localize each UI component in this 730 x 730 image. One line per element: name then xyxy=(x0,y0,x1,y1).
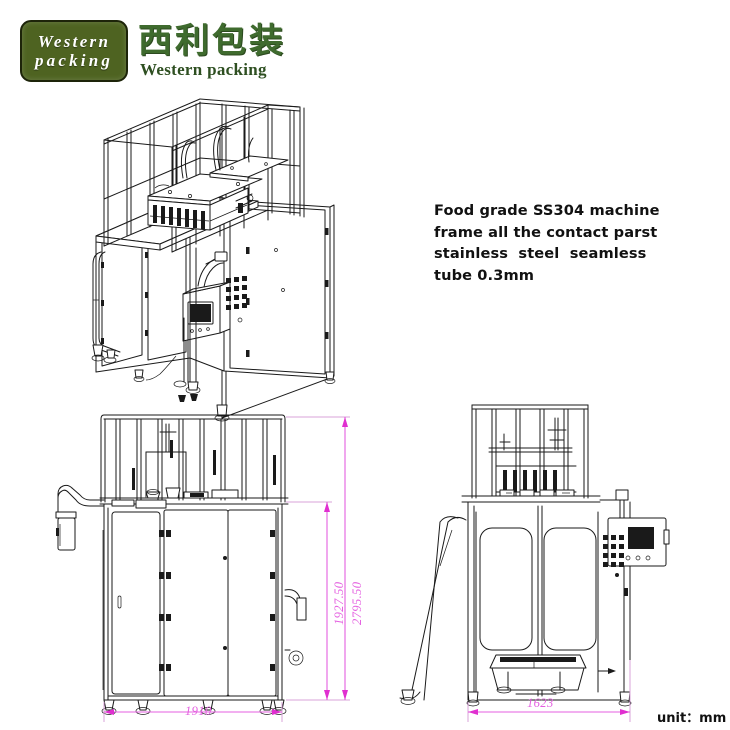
specification-text: Food grade SS304 machine frame all the c… xyxy=(434,200,664,286)
side-button-grid xyxy=(603,535,624,567)
logo-badge: Western packing xyxy=(20,20,128,82)
logo-badge-line1: Western xyxy=(37,31,111,51)
brand-logo: Western packing 西利包装 Western packing xyxy=(20,20,286,82)
dimension-annotations xyxy=(103,416,631,722)
dimension-front-width: 1910 xyxy=(185,704,212,718)
dimension-front-height-total: 2795.50 xyxy=(350,581,364,625)
spec-line-3: stainless steel seamless xyxy=(434,245,647,262)
logo-english-name: Western packing xyxy=(140,60,267,79)
logo-badge-line2: packing xyxy=(34,51,114,70)
spec-line-2: frame all the contact parst xyxy=(434,223,658,241)
spec-line-4: tube 0.3mm xyxy=(434,266,535,284)
button-grid xyxy=(226,276,247,310)
dimension-side-width: 1623 xyxy=(527,696,554,710)
logo-chinese-name: 西利包装 xyxy=(138,21,286,61)
unit-label: unit：mm xyxy=(657,711,727,726)
dimension-front-height-lower: 1927.50 xyxy=(332,581,346,625)
machine-isometric-drawing xyxy=(91,98,336,422)
spec-line-1: Food grade SS304 machine xyxy=(434,202,660,219)
side-view-drawing xyxy=(399,404,670,707)
logo-wordmark: 西利包装 Western packing xyxy=(138,24,286,78)
front-view-drawing xyxy=(55,394,307,715)
